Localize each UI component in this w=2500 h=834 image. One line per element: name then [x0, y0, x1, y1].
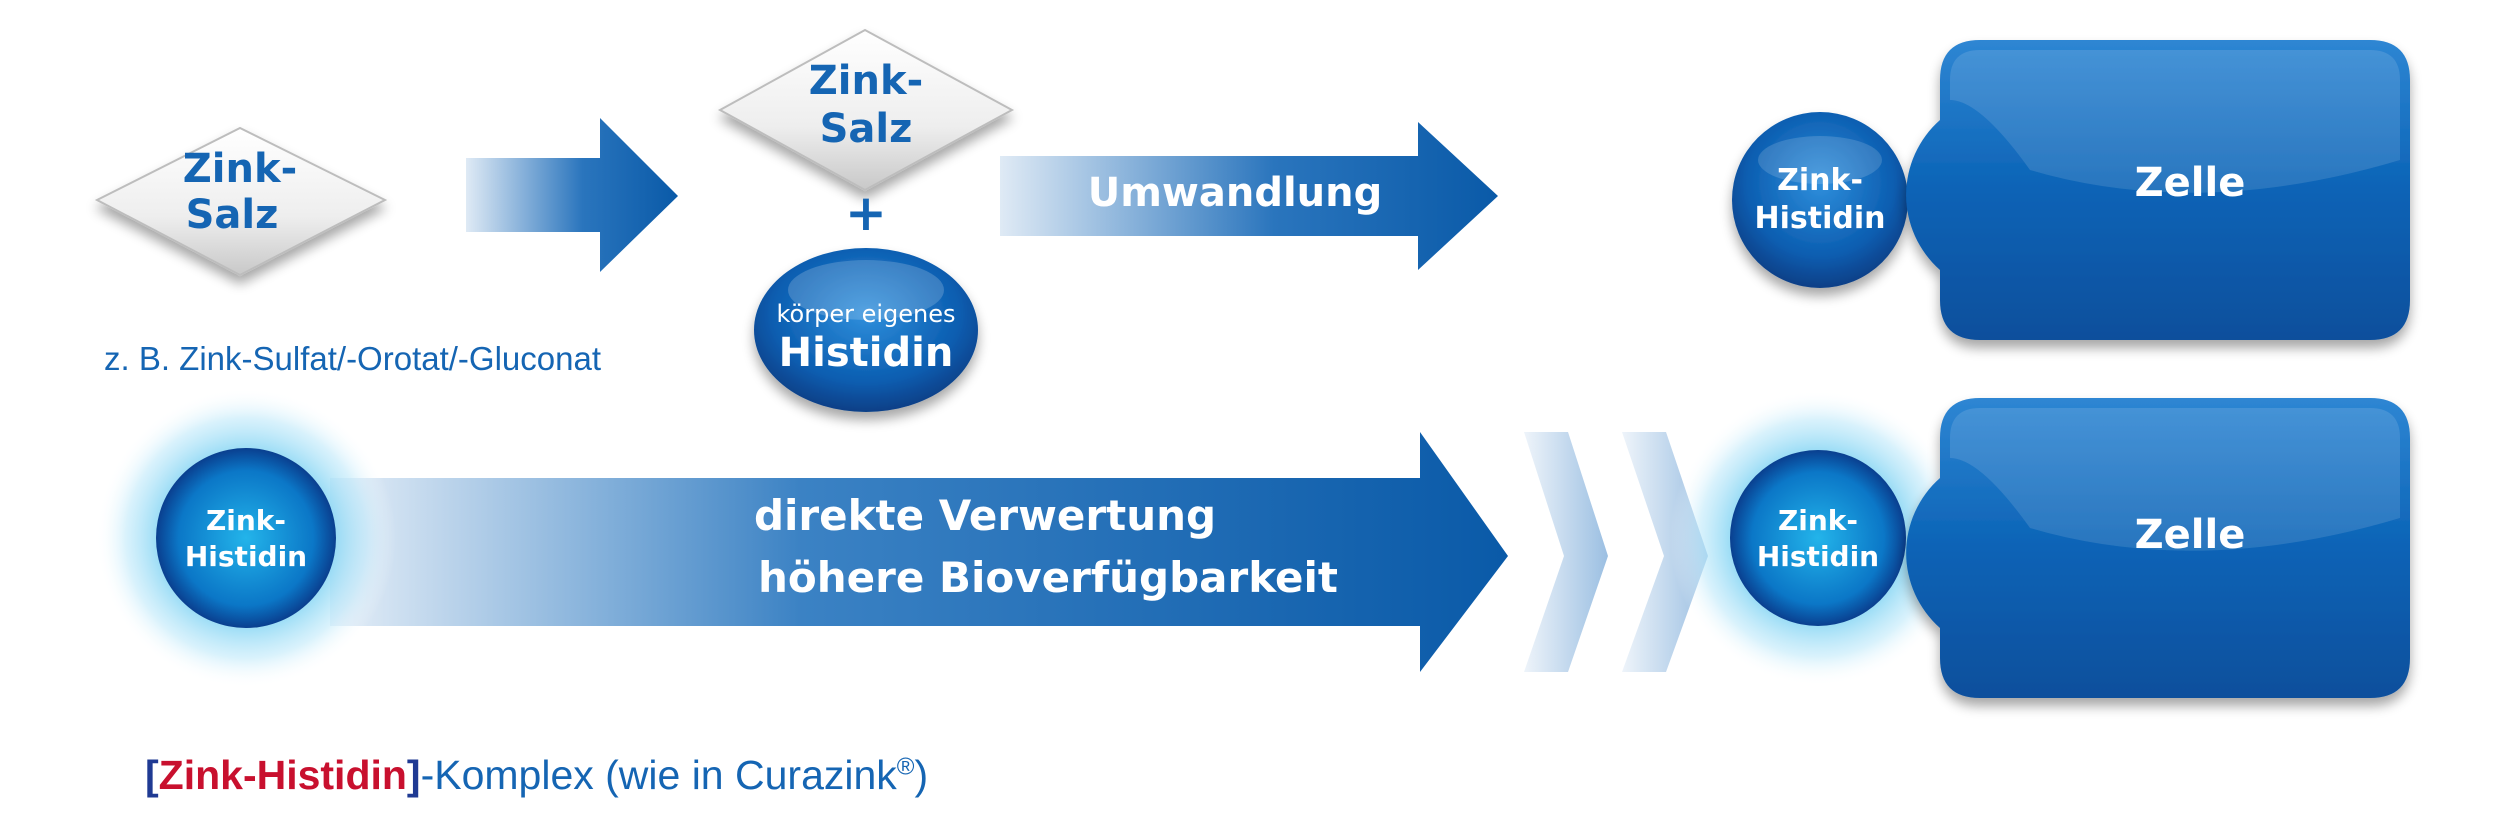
complex-label-top-b: Histidin: [1755, 201, 1886, 236]
chevron-1: [1524, 432, 1608, 672]
zinc-salt-label-1b: Salz: [186, 192, 279, 238]
zinc-histidine-sphere-left: [96, 388, 396, 688]
zinc-salt-label-1a: Zink-: [183, 146, 297, 192]
complex-label-left-a: Zink-: [206, 504, 286, 537]
legend-registered: ®: [896, 753, 915, 781]
histidine-drop: [754, 248, 978, 412]
complex-label-right-b: Histidin: [1757, 540, 1879, 573]
direct-utilization-arrow: [330, 432, 1508, 672]
complex-label-right-a: Zink-: [1778, 504, 1858, 537]
cell-top: [1906, 40, 2410, 340]
arrow-label-2: höhere Bioverfügbarkeit: [758, 553, 1338, 602]
legend-name: Zink-Histidin: [158, 752, 407, 798]
arrow-label-1: direkte Verwertung: [754, 491, 1216, 540]
cell-label-top: Zelle: [2135, 160, 2246, 206]
zinc-histidine-sphere-top: [1732, 112, 1908, 288]
chevron-2: [1622, 432, 1708, 672]
zinc-salt-diamond-1: [94, 126, 388, 277]
zinc-salt-label-2a: Zink-: [809, 58, 923, 104]
plus-sign: +: [845, 184, 887, 242]
cell-label-bottom: Zelle: [2135, 512, 2246, 558]
legend-bracket-close: ]: [406, 752, 421, 798]
arrow-1: [466, 118, 678, 272]
histidine-label-b: Histidin: [779, 330, 954, 376]
salt-examples-caption: z. B. Zink-Sulfat/-Orotat/-Gluconat: [104, 340, 601, 377]
legend-end: ): [914, 752, 929, 798]
complex-label-top-a: Zink-: [1777, 163, 1863, 198]
histidine-label-a: körper eigenes: [776, 300, 955, 328]
legend-rest: -Komplex (wie in Curazink: [420, 752, 897, 798]
zinc-salt-label-2b: Salz: [820, 106, 913, 152]
zinc-salt-diamond-2: [717, 28, 1015, 192]
conversion-arrow: [1000, 122, 1498, 270]
complex-label-left-b: Histidin: [185, 540, 307, 573]
legend-bracket-open: [: [145, 752, 159, 798]
zinc-histidine-sphere-right: [1670, 390, 1966, 686]
legend: [Zink-Histidin]-Komplex (wie in Curazink…: [145, 752, 928, 799]
cell-bottom: [1906, 398, 2410, 698]
conversion-label: Umwandlung: [1088, 170, 1383, 216]
